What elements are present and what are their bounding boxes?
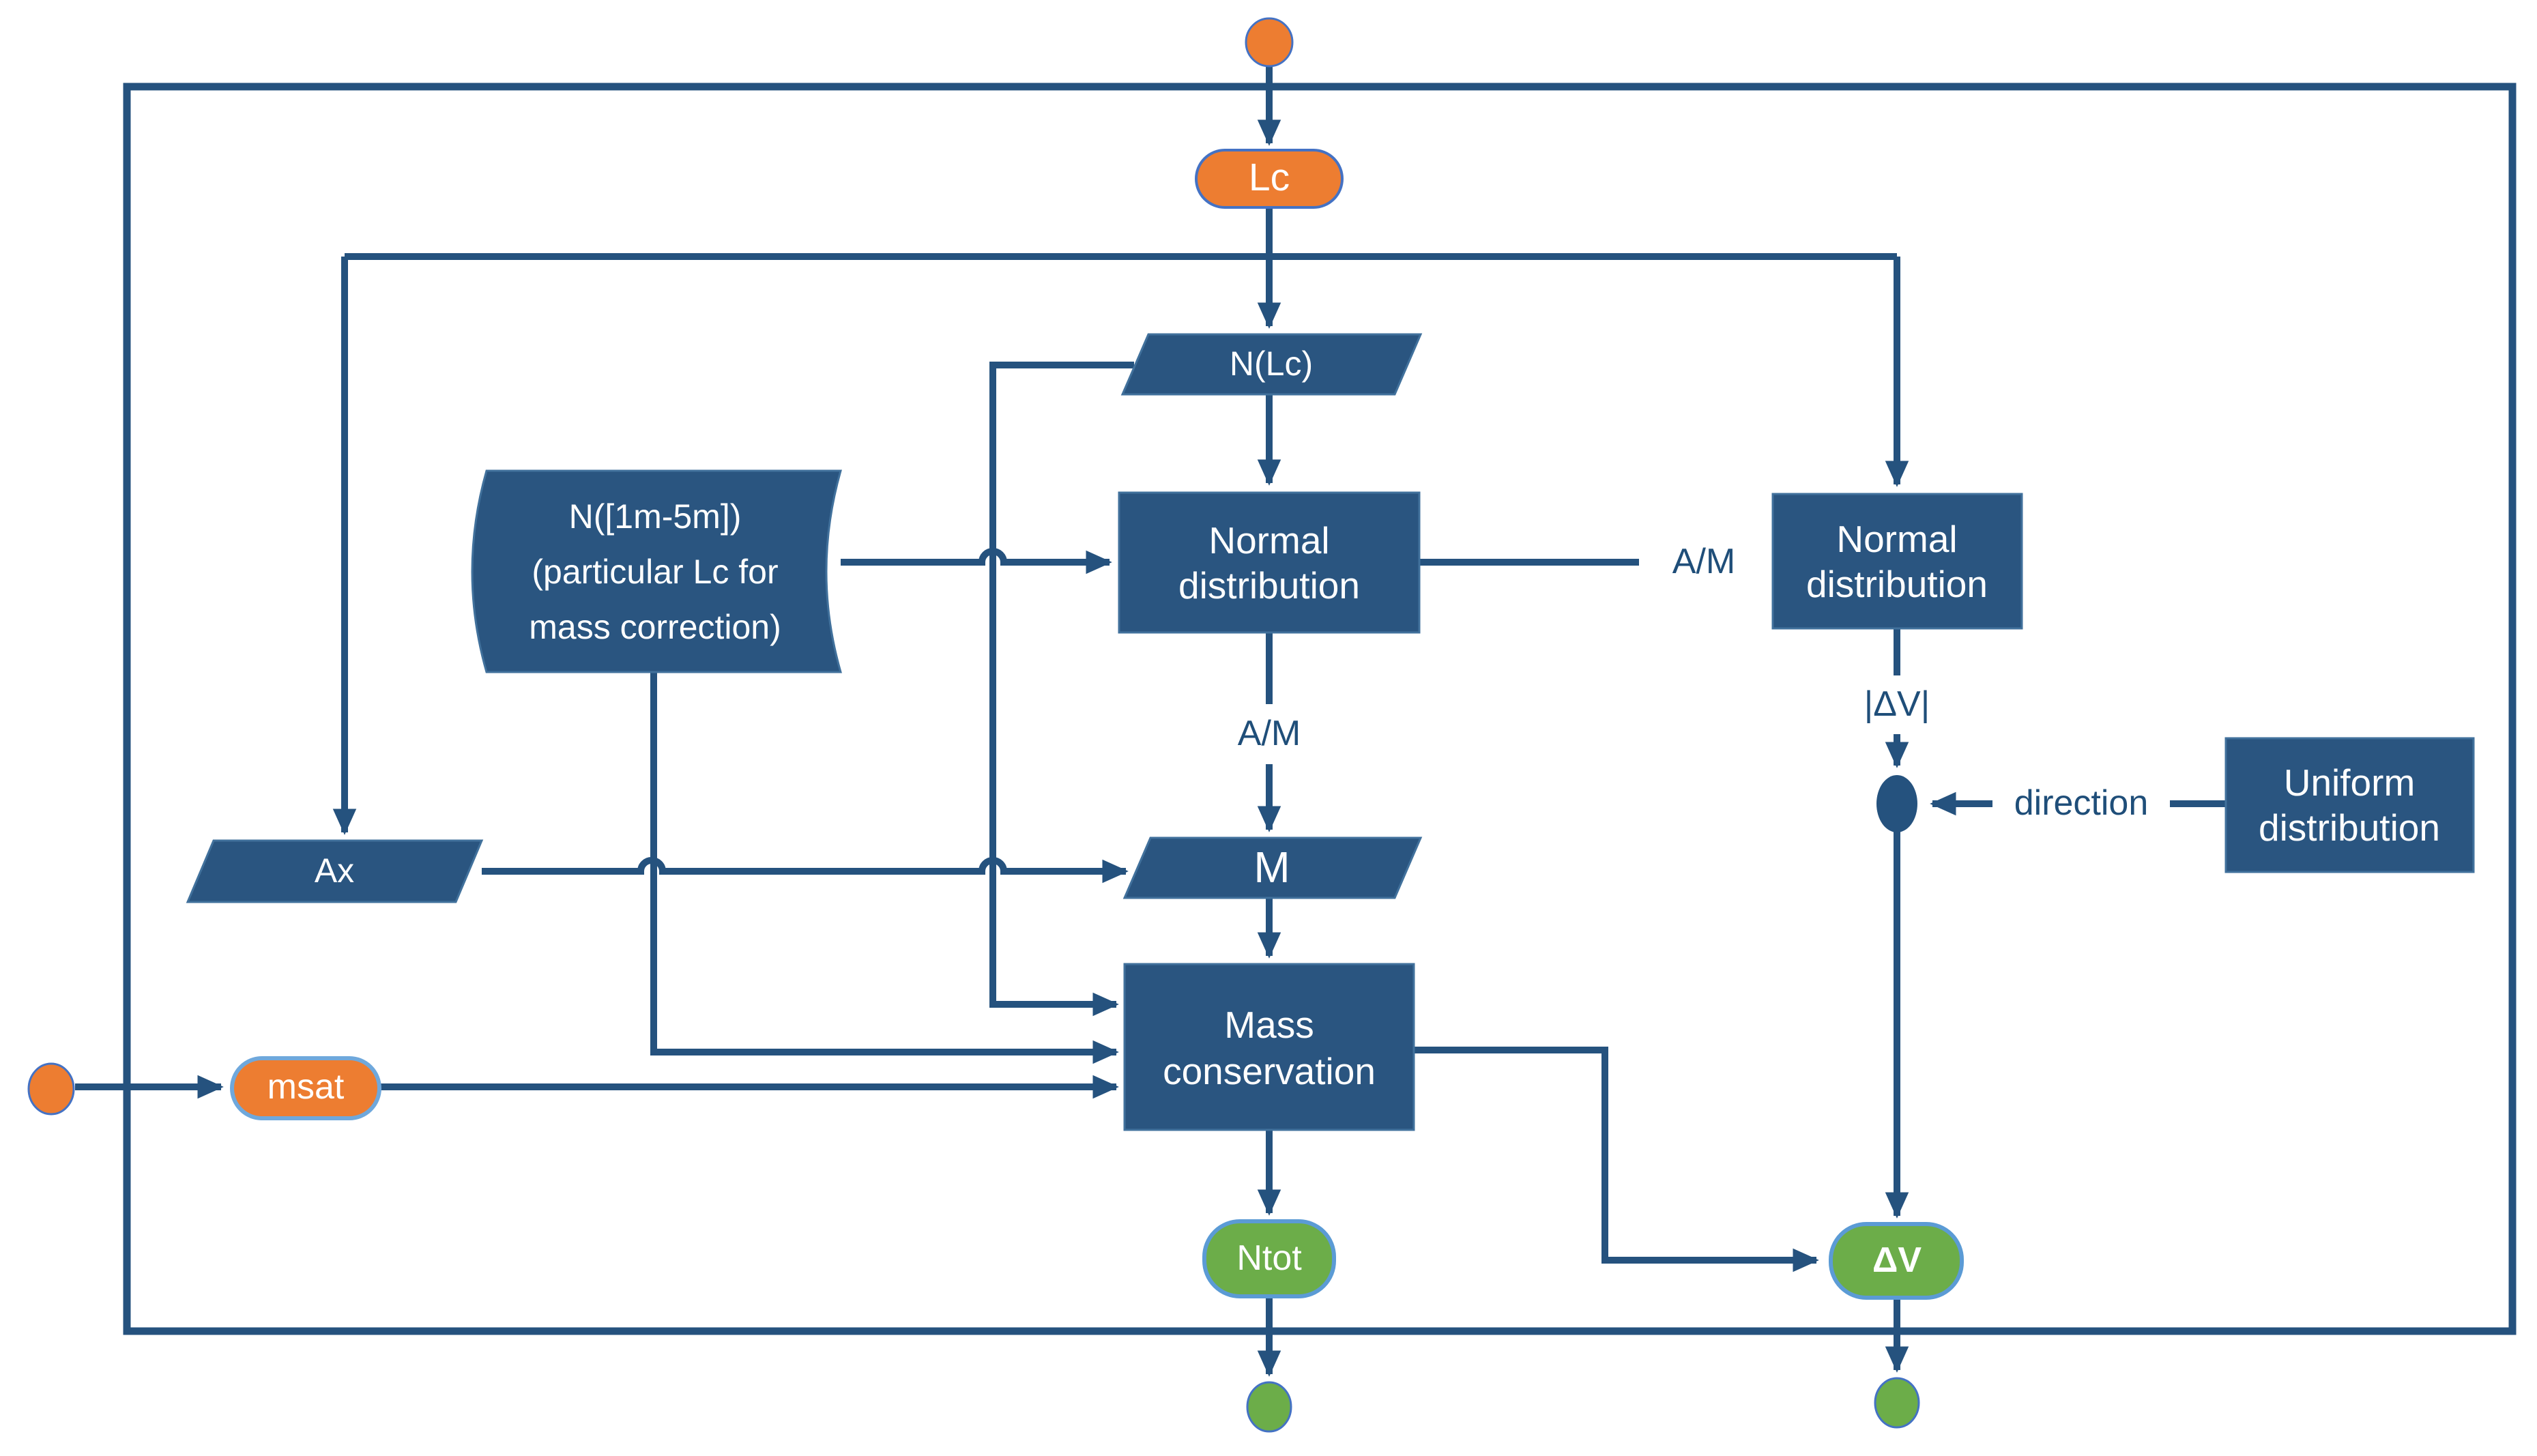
node-normal-center-line1: Normal xyxy=(1208,519,1329,562)
start-node-msat xyxy=(27,1062,75,1116)
node-layer: Lc N(Lc) N([1m-5m]) (particular Lc for m… xyxy=(27,17,2475,1433)
edge-mass-conservation-to-deltav xyxy=(1414,1047,1819,1272)
node-cylinder-line3: mass correction) xyxy=(529,608,781,646)
edge-label-bg xyxy=(1992,774,2170,834)
edge-label-bg xyxy=(1834,675,1960,734)
node-normal-distribution-right: Normal distribution xyxy=(1771,493,2023,630)
node-cylinder-line2: (particular Lc for xyxy=(532,553,778,591)
node-uniform-line2: distribution xyxy=(2259,806,2440,849)
edge-label-bg xyxy=(1639,532,1769,592)
node-uniform-line1: Uniform xyxy=(2284,761,2416,804)
edge-label-layer: A/M A/M |ΔV| direction xyxy=(1204,532,2170,834)
node-mass-conservation-line2: conservation xyxy=(1163,1050,1376,1092)
edge-cylinder-to-normal-center xyxy=(841,548,1112,574)
node-normal-center-line2: distribution xyxy=(1178,564,1360,607)
node-ntot: Ntot xyxy=(1202,1219,1336,1298)
node-lc-label: Lc xyxy=(1249,156,1290,199)
edge-label-am-vertical: A/M xyxy=(1238,714,1301,753)
node-ax: Ax xyxy=(186,839,484,903)
node-uniform-distribution: Uniform distribution xyxy=(2224,737,2475,873)
start-node-top xyxy=(1245,17,1294,68)
end-node-delta-v xyxy=(1874,1377,1920,1429)
system-boundary-frame xyxy=(123,83,2517,1335)
edge-label-am-horizontal: A/M xyxy=(1672,542,1735,581)
node-delta-v-label: ΔV xyxy=(1872,1240,1922,1280)
node-msat: msat xyxy=(230,1056,381,1120)
node-ntot-label: Ntot xyxy=(1236,1238,1302,1278)
edge-label-abs-delta-v: |ΔV| xyxy=(1864,684,1930,724)
node-normal-distribution-center: Normal distribution xyxy=(1118,491,1421,634)
node-lc: Lc xyxy=(1195,149,1344,209)
edge-label-direction: direction xyxy=(2014,783,2149,823)
node-n-lc-label: N(Lc) xyxy=(1230,345,1313,383)
node-delta-v: ΔV xyxy=(1829,1222,1964,1300)
node-normal-right-line2: distribution xyxy=(1806,563,1988,605)
end-node-ntot xyxy=(1246,1381,1292,1433)
node-m: M xyxy=(1122,836,1423,899)
junction-merge-dot xyxy=(1876,775,1917,832)
node-n-lc: N(Lc) xyxy=(1120,333,1423,396)
node-ax-label: Ax xyxy=(315,851,354,890)
edge-ax-to-m xyxy=(482,857,1129,884)
edge-nlc-to-mass-conservation xyxy=(989,362,1134,1017)
node-cylinder-line1: N([1m-5m]) xyxy=(569,497,742,536)
node-normal-right-line1: Normal xyxy=(1836,518,1957,560)
edge-label-bg xyxy=(1204,704,1334,764)
node-m-label: M xyxy=(1253,843,1290,892)
node-cylinder: N([1m-5m]) (particular Lc for mass corre… xyxy=(471,469,842,673)
node-mass-conservation: Mass conservation xyxy=(1123,963,1415,1131)
edge-cylinder-to-mass-conservation xyxy=(650,672,1119,1064)
node-msat-label: msat xyxy=(267,1067,345,1107)
node-mass-conservation-line1: Mass xyxy=(1224,1004,1314,1046)
